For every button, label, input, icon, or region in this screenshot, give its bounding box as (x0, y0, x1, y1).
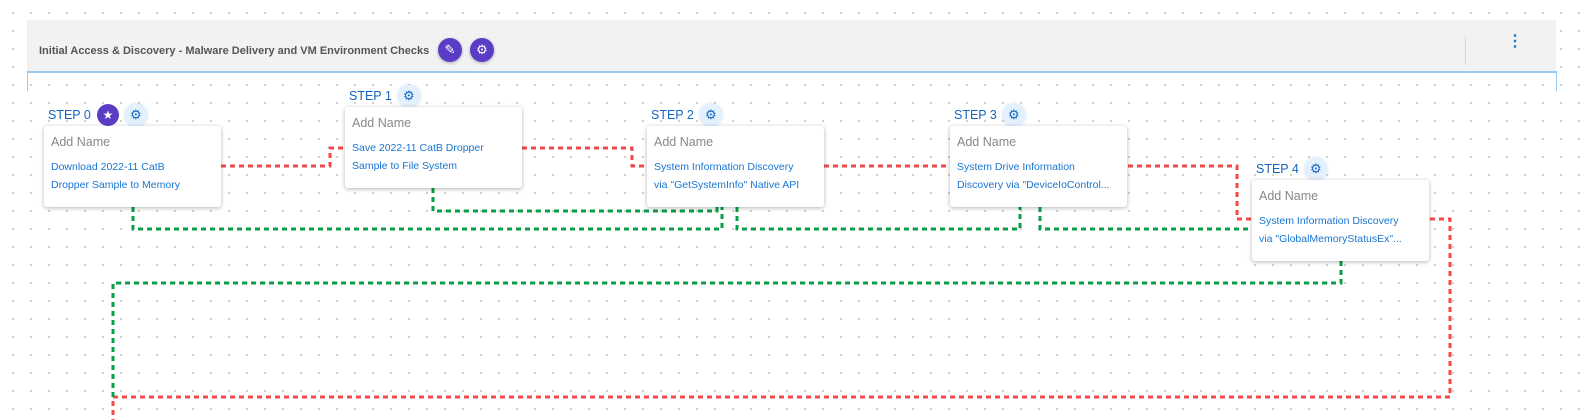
step-label: STEP 2 (651, 108, 694, 122)
step-1[interactable]: STEP 1 ⚙ Add Name Save 2022-11 CatB Drop… (345, 85, 522, 188)
gear-icon[interactable]: ⚙ (1304, 158, 1327, 180)
kebab-icon: ⋮ (1507, 33, 1523, 50)
gear-icon[interactable]: ⚙ (1002, 104, 1025, 126)
step-0[interactable]: STEP 0 ★ ⚙ Add Name Download 2022-11 Cat… (44, 104, 221, 207)
scenario-frame (27, 71, 1557, 91)
failure-link (111, 217, 1452, 420)
divider (1465, 37, 1466, 65)
step-3[interactable]: STEP 3 ⚙ Add Name System Drive Informati… (950, 104, 1127, 207)
step-label: STEP 1 (349, 89, 392, 103)
gear-icon[interactable]: ⚙ (699, 104, 722, 126)
step-name-placeholder[interactable]: Add Name (51, 135, 111, 149)
more-menu-button[interactable]: ⋮ (1507, 34, 1523, 50)
gear-icon[interactable]: ⚙ (397, 85, 420, 107)
failure-link (221, 146, 345, 168)
step-name-placeholder[interactable]: Add Name (654, 135, 714, 149)
gears-icon: ⚙ (476, 42, 488, 57)
step-name-placeholder[interactable]: Add Name (1259, 189, 1319, 203)
success-link (735, 207, 1022, 231)
failure-link (522, 146, 647, 168)
failure-link (1128, 164, 1252, 221)
gear-icon[interactable]: ⚙ (124, 104, 147, 126)
edit-button[interactable]: ✎ (438, 38, 462, 62)
star-icon[interactable]: ★ (96, 104, 119, 126)
scenario-header: Initial Access & Discovery - Malware Del… (27, 20, 1556, 73)
step-label: STEP 0 (48, 108, 91, 122)
step-label: STEP 4 (1256, 162, 1299, 176)
step-4[interactable]: STEP 4 ⚙ Add Name System Information Dis… (1252, 158, 1429, 261)
scenario-settings-button[interactable]: ⚙ (470, 38, 494, 62)
step-name-placeholder[interactable]: Add Name (957, 135, 1017, 149)
pencil-icon: ✎ (444, 42, 456, 57)
step-name-placeholder[interactable]: Add Name (352, 116, 412, 130)
success-link (431, 188, 719, 213)
success-link (111, 261, 1343, 397)
step-2[interactable]: STEP 2 ⚙ Add Name System Information Dis… (647, 104, 824, 207)
success-link (131, 207, 724, 231)
success-link (1038, 207, 1252, 231)
scenario-title: Initial Access & Discovery - Malware Del… (39, 45, 430, 57)
step-label: STEP 3 (954, 108, 997, 122)
